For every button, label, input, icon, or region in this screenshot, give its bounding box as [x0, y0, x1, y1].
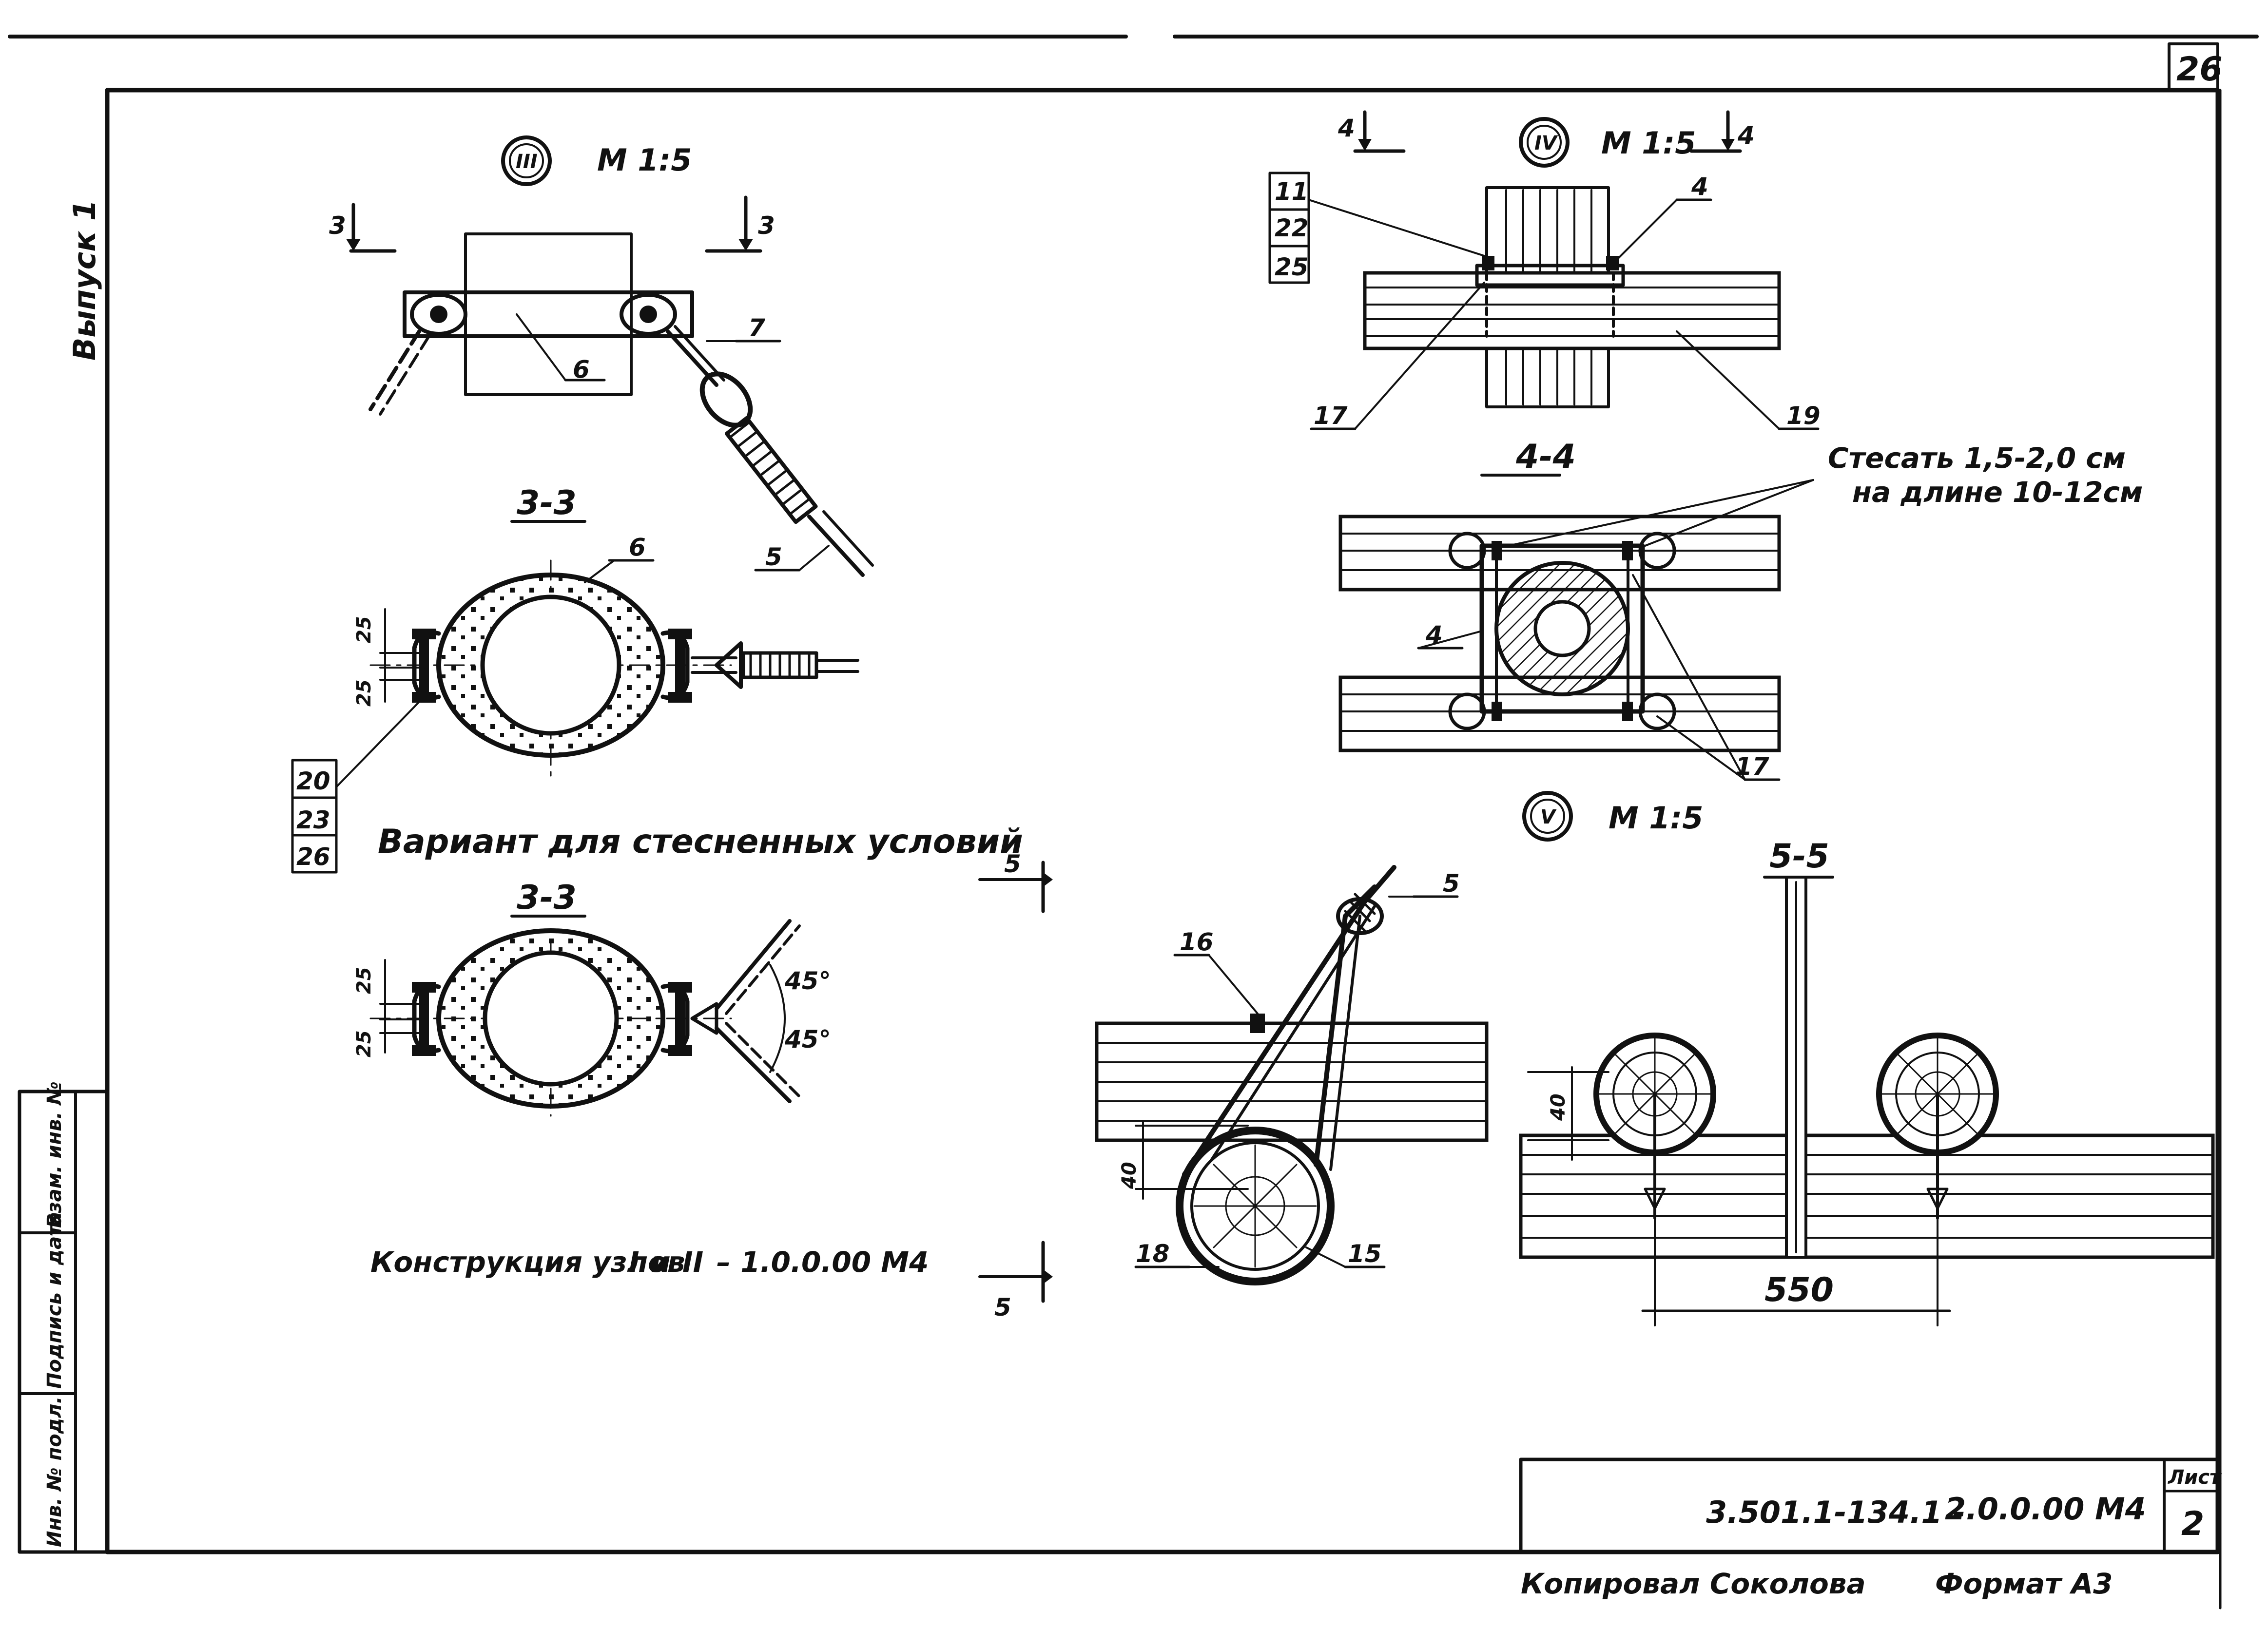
node-iii-callout-5: 5	[765, 543, 782, 571]
section-3-3-stack-20: 20	[296, 767, 330, 795]
variant-section-title: 3-3	[517, 879, 577, 917]
section-3-3-callout-6: 6	[629, 533, 646, 561]
construction-note-conj: и	[651, 1246, 671, 1279]
construction-note-prefix: Конструкция узлов	[370, 1246, 685, 1279]
section-5-5-title: 5-5	[1769, 837, 1829, 876]
node-iv-stack-11: 11	[1275, 177, 1309, 206]
doc-code-suffix: 2.0.0.00 М4	[1945, 1491, 2146, 1527]
section-4-4-callout-4: 4	[1425, 621, 1443, 649]
format-label: Формат А3	[1935, 1567, 2113, 1600]
variant-text: Вариант для стесненных условий	[378, 823, 1023, 861]
section-3-3-dim-top: 25	[353, 616, 375, 643]
node-iii-cut-right: 3	[758, 211, 775, 240]
node-iii-callout-7: 7	[748, 314, 765, 342]
construction-note-roman-two: II	[682, 1246, 703, 1279]
stamp-sign-label: Подпись и дата	[43, 1212, 66, 1389]
section-3-3	[291, 520, 859, 874]
stamp-replace-label: Взам. инв. №	[43, 1081, 66, 1228]
variant-angle-top: 45°	[784, 967, 831, 995]
doc-code: 3.501.1-134.1 -	[1706, 1495, 1965, 1530]
node-iv-callout-19: 19	[1786, 402, 1821, 430]
section-3-3-dim-bottom: 25	[353, 679, 375, 707]
section-5-5-dim-40: 40	[1547, 1093, 1570, 1121]
node-v-dim-40: 40	[1118, 1162, 1141, 1189]
node-v-callout-18: 18	[1136, 1240, 1170, 1268]
node-v-callout-5: 5	[1443, 869, 1460, 898]
stamp-inv-label: Инв. № подл.	[43, 1396, 66, 1547]
node-v-cut-bottom: 5	[994, 1293, 1011, 1322]
node-v-callout-16: 16	[1180, 928, 1214, 956]
node-iv-callout-17: 17	[1314, 402, 1348, 430]
construction-note: Конструкция узлов I и II – 1.0.0.00 М4	[370, 1246, 929, 1279]
sheet-label: Лист	[2168, 1466, 2222, 1489]
node-iv-cut-right: 4	[1737, 121, 1755, 150]
section-4-4	[1338, 474, 1814, 781]
section-3-3-stack-23: 23	[296, 806, 330, 834]
construction-note-ref: – 1.0.0.00 М4	[717, 1246, 929, 1279]
copied-by: Копировал Соколова	[1521, 1567, 1866, 1600]
section-4-4-callout-17: 17	[1735, 752, 1769, 781]
section-4-4-note-line1: Стесать 1,5-2,0 см	[1828, 441, 2126, 475]
node-iv	[1268, 110, 1820, 430]
section-4-4-title: 4-4	[1515, 438, 1576, 476]
node-iii	[346, 135, 874, 577]
section-3-3-title: 3-3	[517, 484, 577, 522]
variant-angle-bottom: 45°	[784, 1025, 831, 1054]
side-label: Выпуск 1	[67, 200, 102, 361]
node-iv-cut-left: 4	[1338, 114, 1355, 142]
title-block	[1519, 1457, 2220, 1554]
node-iv-stack-22: 22	[1275, 214, 1309, 242]
variant-section	[369, 915, 801, 1117]
node-iv-callout-4: 4	[1691, 172, 1708, 201]
construction-note-roman-one: I	[629, 1246, 640, 1279]
node-v-roman: V	[1540, 806, 1557, 828]
node-iii-callout-6: 6	[573, 355, 590, 383]
left-stamp	[18, 1090, 109, 1554]
node-iv-scale: М 1:5	[1601, 125, 1696, 161]
variant-dim-bottom: 25	[353, 1030, 375, 1057]
page-number: 26	[2176, 50, 2223, 89]
node-v-scale: М 1:5	[1609, 800, 1703, 836]
section-4-4-note-line2: на длине 10-12см	[1852, 476, 2143, 509]
section-5-5	[1519, 876, 2215, 1326]
node-iv-stack-25: 25	[1275, 253, 1309, 281]
node-v	[978, 791, 1573, 1303]
node-iii-roman: III	[516, 151, 538, 173]
variant-dim-top: 25	[353, 967, 375, 994]
section-3-3-stack-26: 26	[296, 843, 330, 871]
section-5-5-span: 550	[1764, 1271, 1834, 1309]
node-iii-cut-left: 3	[329, 211, 346, 240]
node-v-cut-top: 5	[1004, 850, 1021, 878]
node-v-callout-15: 15	[1348, 1240, 1382, 1268]
sheet-frame	[8, 35, 2259, 1610]
node-iii-scale: М 1:5	[597, 142, 692, 178]
node-iv-roman: IV	[1534, 132, 1558, 154]
sheet-number: 2	[2181, 1505, 2204, 1543]
